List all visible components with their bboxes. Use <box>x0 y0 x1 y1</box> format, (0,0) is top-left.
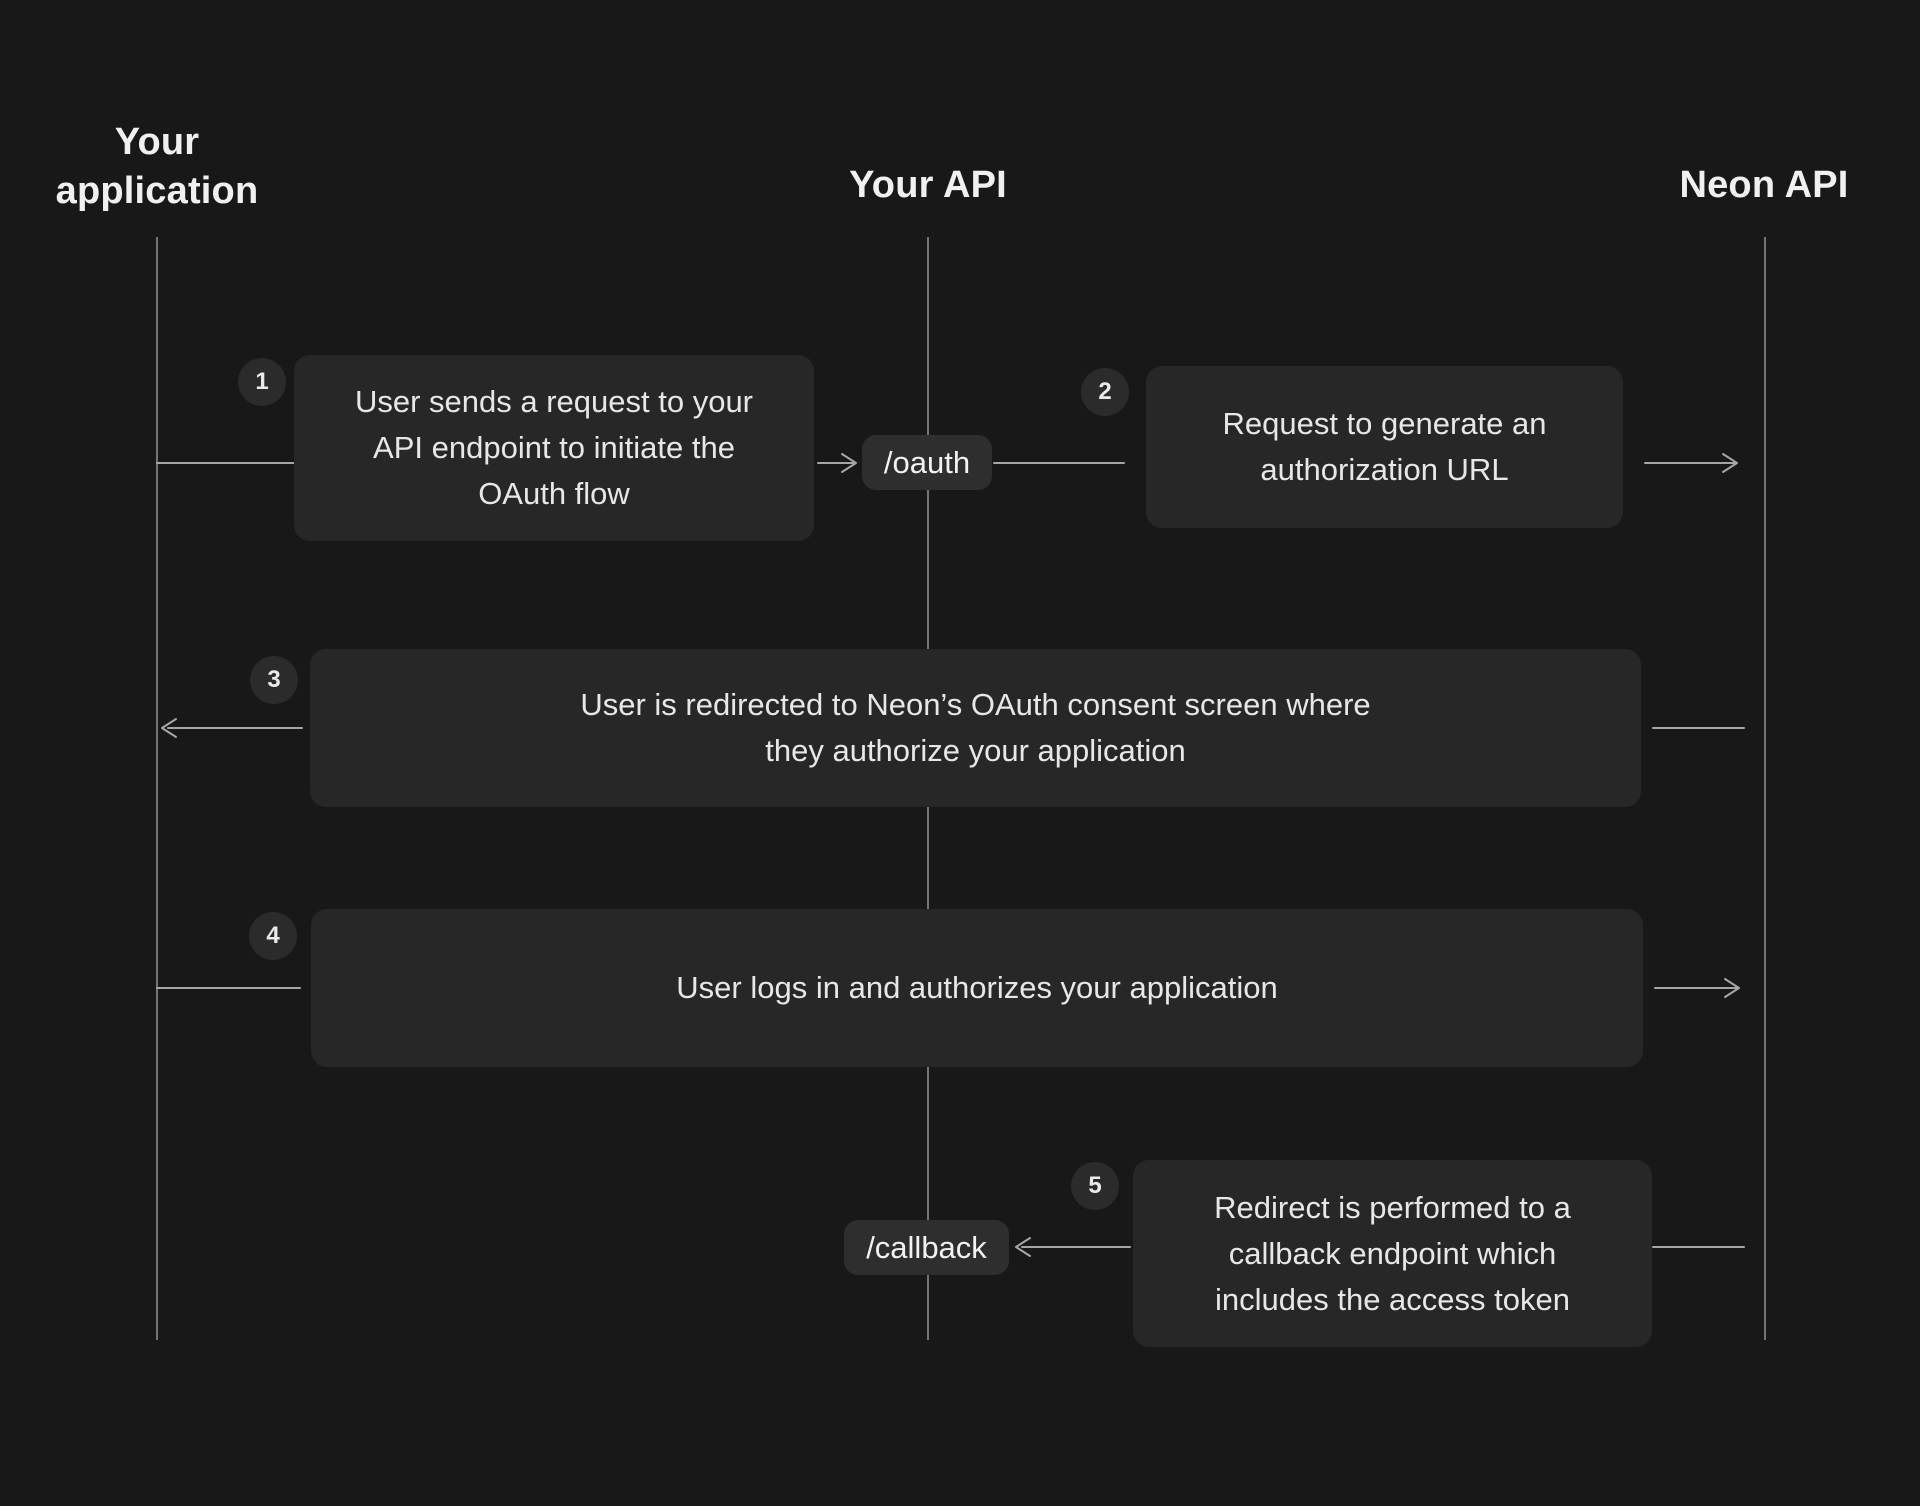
message-box-step-2: Request to generate an authorization URL <box>1146 366 1623 528</box>
arrow-step4-to-neon <box>1654 978 1740 998</box>
endpoint-label-callback: /callback <box>844 1220 1009 1275</box>
arrow-step2-to-neon <box>1644 453 1738 473</box>
message-line: they authorize your application <box>765 733 1186 768</box>
actor-header-neon-api: Neon API <box>1679 164 1849 206</box>
arrow-step5-to-callback <box>1015 1237 1131 1257</box>
message-box-step-4: User logs in and authorizes your applica… <box>311 909 1643 1067</box>
message-line: Redirect is performed to a <box>1214 1189 1571 1225</box>
message-line: API endpoint to initiate the <box>373 430 735 465</box>
message-line: callback endpoint which <box>1228 1235 1557 1271</box>
step-badge-1: 1 <box>238 358 286 406</box>
arrow-step1-to-oauth <box>817 453 857 473</box>
step-badge-5: 5 <box>1071 1162 1119 1210</box>
actor-header-your-api: Your API <box>849 164 1007 206</box>
message-line: OAuth flow <box>478 476 630 511</box>
endpoint-label-oauth: /oauth <box>862 435 992 490</box>
message-line: User is redirected to Neon’s OAuth conse… <box>580 687 1371 722</box>
arrow-step3-to-application <box>161 718 303 738</box>
step-badge-4: 4 <box>249 912 297 960</box>
message-box-step-3: User is redirected to Neon’s OAuth conse… <box>310 649 1641 807</box>
message-line: User sends a request to your <box>354 384 754 419</box>
message-box-step-5: Redirect is performed to a callback endp… <box>1133 1160 1652 1347</box>
message-line: includes the access token <box>1215 1281 1570 1317</box>
step-badge-2: 2 <box>1081 368 1129 416</box>
message-box-step-1: User sends a request to your API endpoin… <box>294 355 814 541</box>
message-line: authorization URL <box>1260 452 1509 487</box>
message-line: Request to generate an <box>1222 406 1547 441</box>
message-line: User logs in and authorizes your applica… <box>676 970 1278 1005</box>
actor-header-your-application: Your application <box>55 121 259 212</box>
step-badge-3: 3 <box>250 656 298 704</box>
